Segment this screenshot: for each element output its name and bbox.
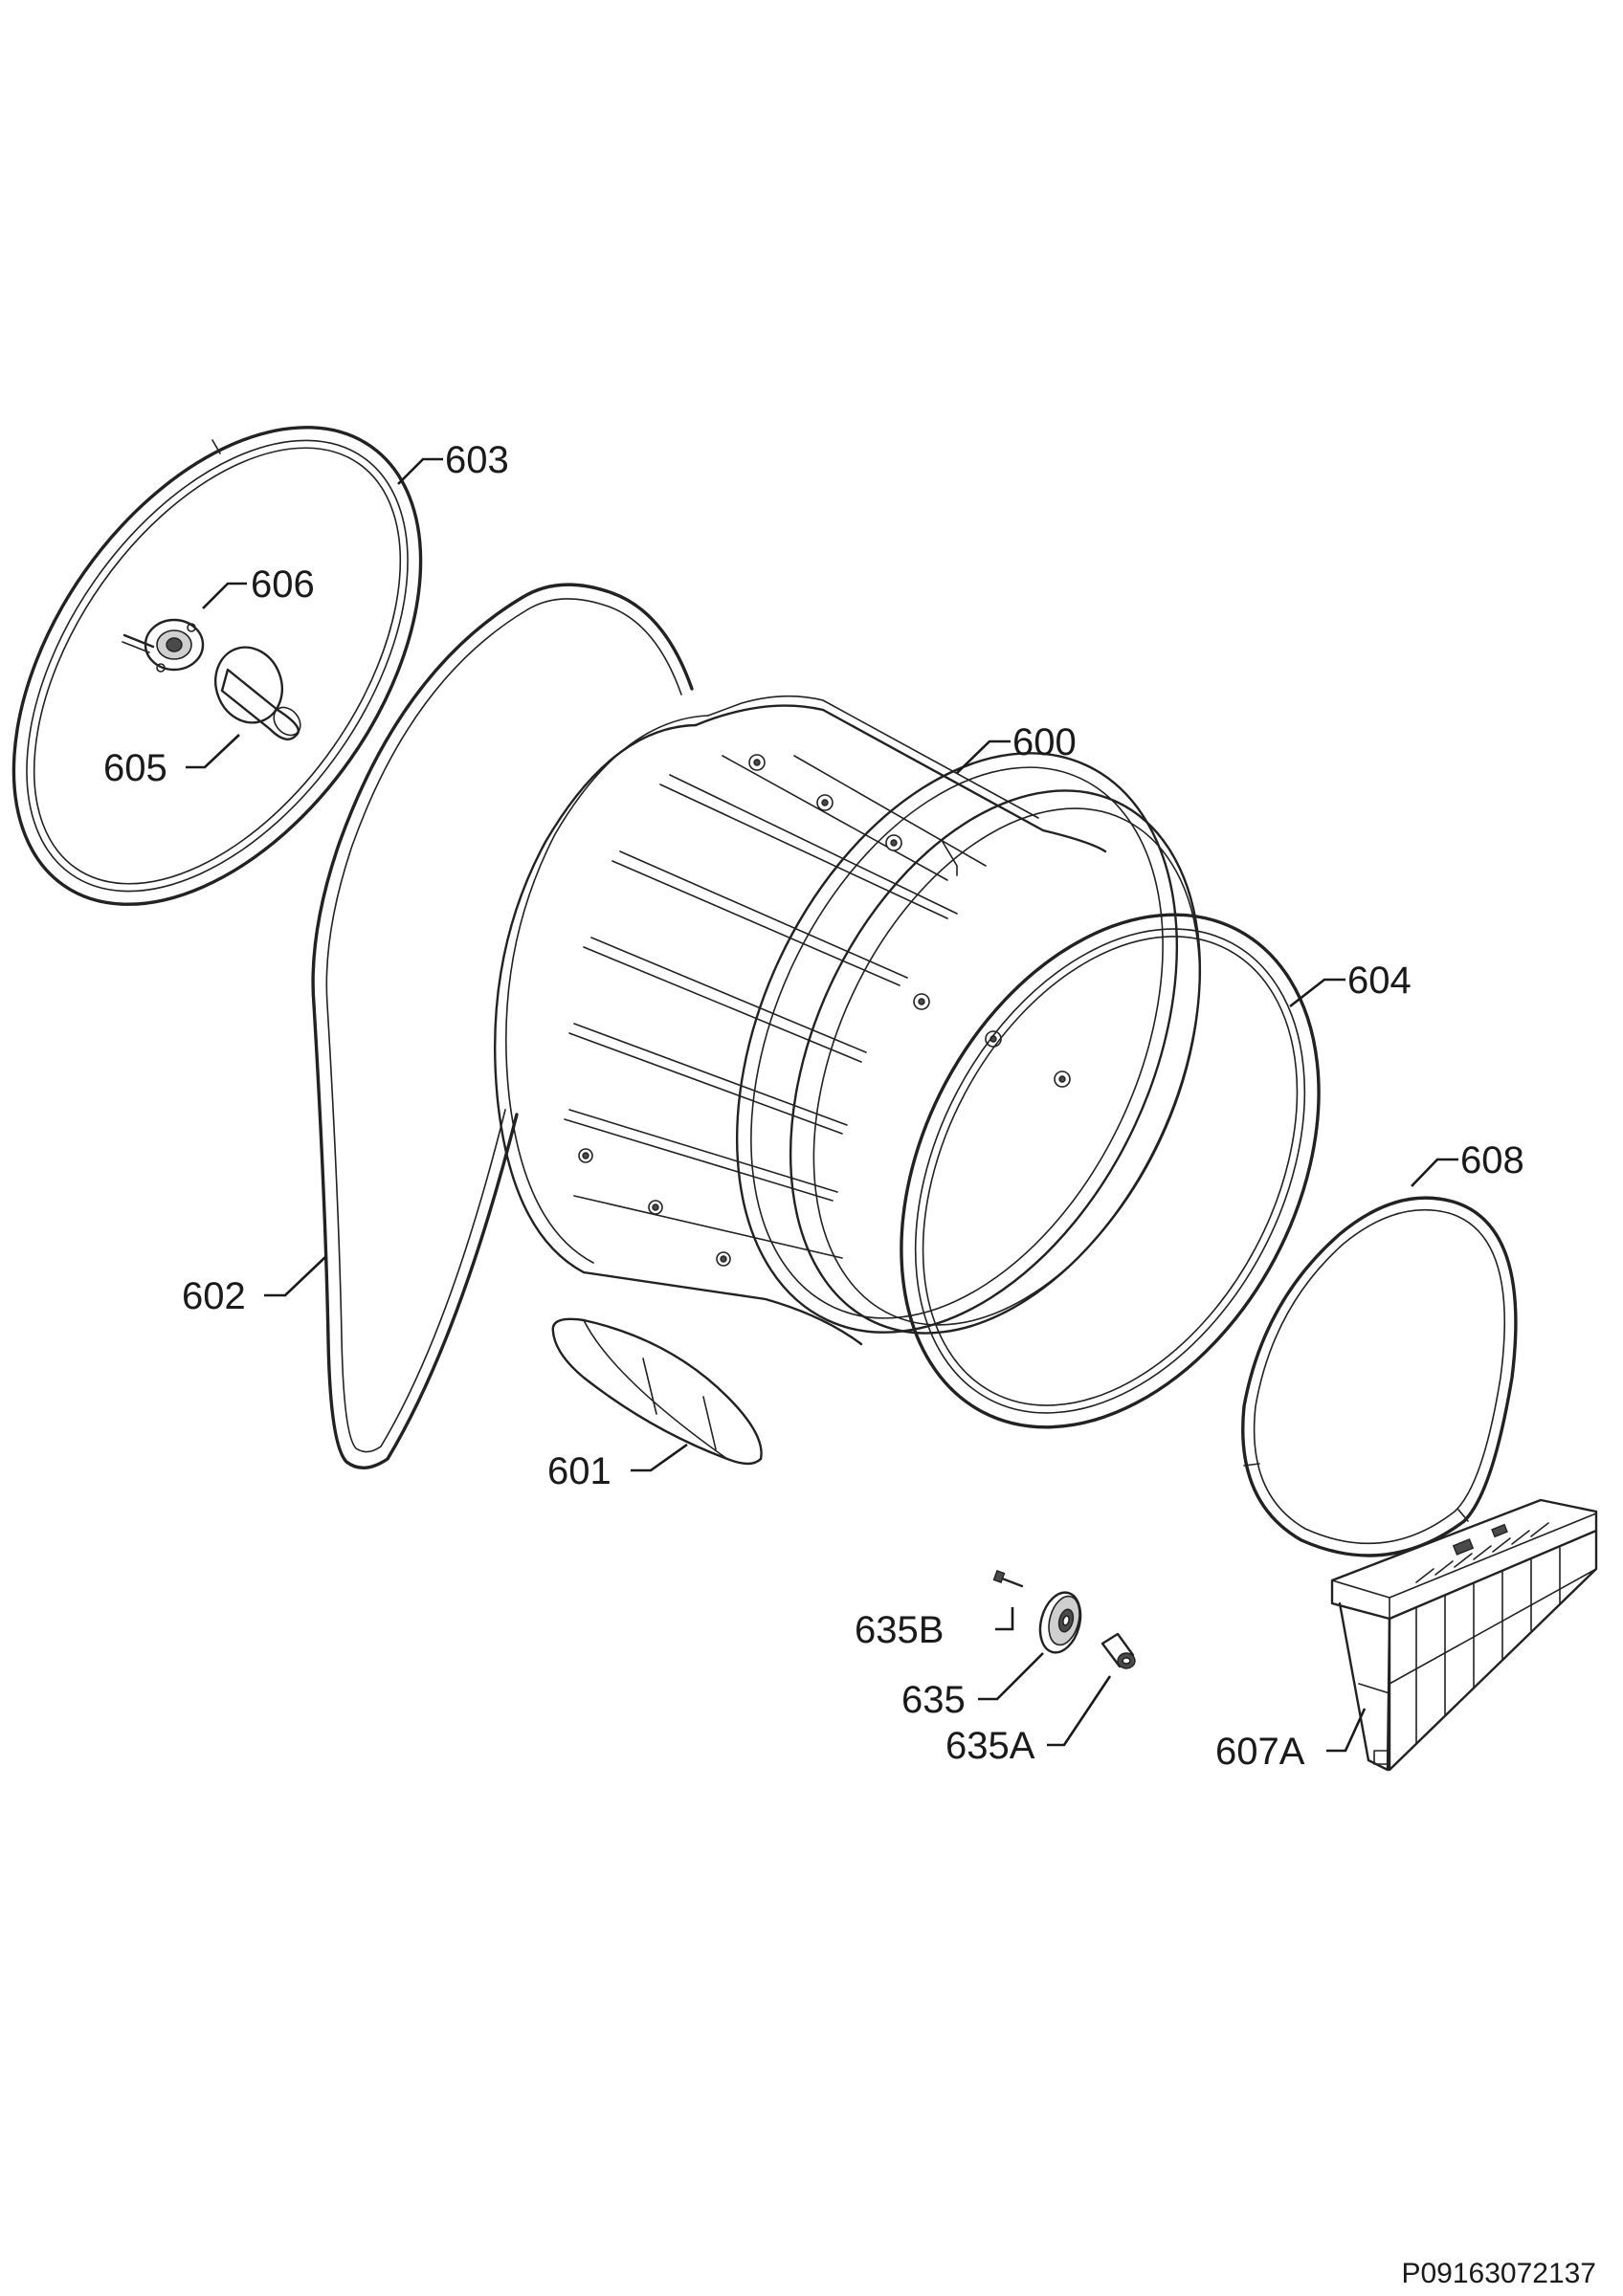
part-602-drive-belt <box>311 583 694 1469</box>
label-605: 605 <box>103 747 167 789</box>
part-600-drum <box>493 695 1202 1346</box>
label-635: 635 <box>901 1679 966 1721</box>
part-604-front-seal <box>900 913 1321 1429</box>
label-635B: 635B <box>855 1609 944 1651</box>
label-607A: 607A <box>1215 1731 1305 1773</box>
part-606-bearing-plate <box>122 618 205 673</box>
label-606: 606 <box>251 563 315 606</box>
part-635B-screw <box>992 1570 1024 1588</box>
label-603: 603 <box>445 439 509 481</box>
part-607A-filter-housing <box>1330 1498 1598 1772</box>
part-605-drum-shaft <box>214 646 301 740</box>
part-601-drum-lifter <box>551 1317 763 1466</box>
part-labels: 603 606 605 600 604 602 608 601 635B 635… <box>103 439 1524 1773</box>
part-603-rear-seal-disc <box>11 426 423 906</box>
part-635A-bushing <box>1101 1632 1136 1669</box>
document-id: P09163072137 <box>1401 2258 1596 2289</box>
label-604: 604 <box>1347 960 1412 1002</box>
label-601: 601 <box>547 1450 611 1492</box>
leader-lines <box>186 457 1458 1753</box>
part-608-filter-seal <box>1241 1196 1518 1557</box>
label-600: 600 <box>1012 721 1077 763</box>
drum-rivets <box>578 754 1071 1267</box>
label-602: 602 <box>182 1275 246 1317</box>
part-635-roller-wheel <box>1038 1591 1082 1654</box>
label-608: 608 <box>1460 1139 1524 1181</box>
label-635A: 635A <box>945 1725 1035 1767</box>
